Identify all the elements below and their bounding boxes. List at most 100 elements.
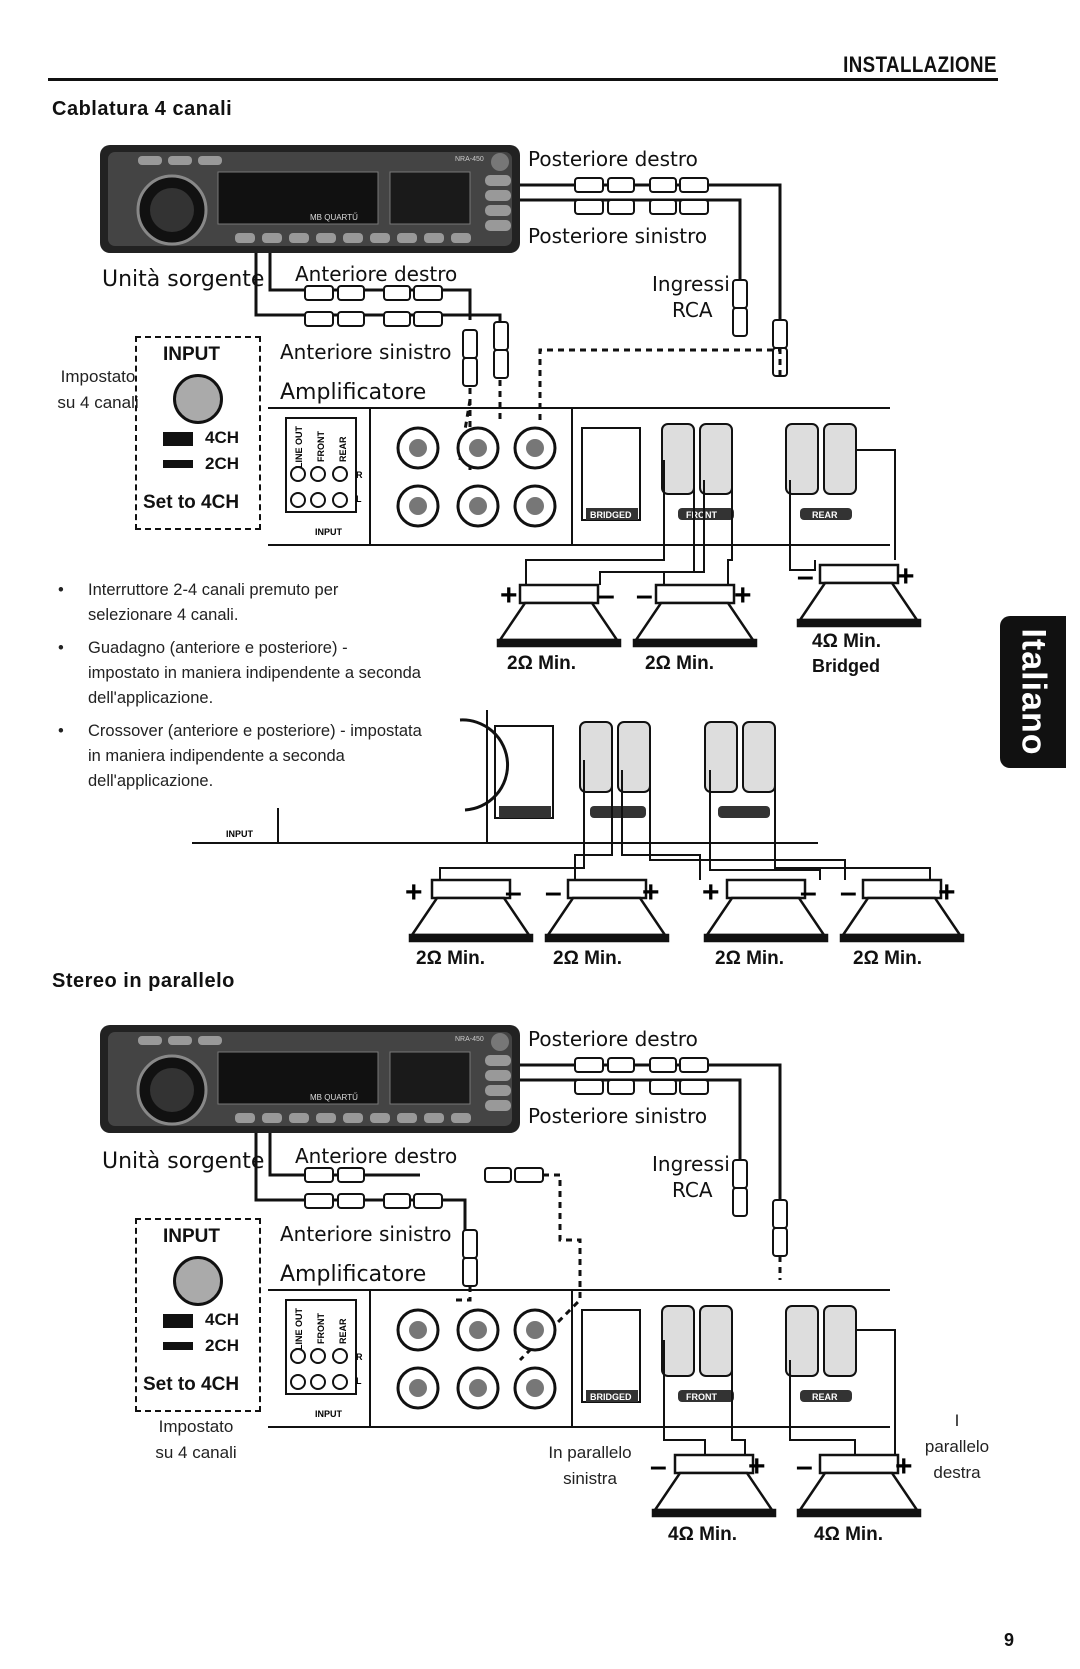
svg-text:–: – <box>598 579 615 612</box>
svg-text:–: – <box>840 876 857 909</box>
label-posteriore-destro: Posteriore destro <box>528 147 698 171</box>
label-unita-sorgente: Unità sorgente <box>102 267 265 292</box>
section-title-parallel: Stereo in parallelo <box>52 970 235 992</box>
panel-rear-tag: REAR <box>812 510 838 520</box>
label-rca-2: RCA <box>672 1178 713 1202</box>
panel-rear-tag: REAR <box>812 1392 838 1402</box>
svg-text:+: + <box>895 1450 913 1483</box>
panel-front-tag: FRONT <box>686 1392 717 1402</box>
right-line1: I <box>954 1411 960 1430</box>
label-impostato: Impostato su 4 canali <box>52 364 144 416</box>
svg-text:+: + <box>748 1450 766 1483</box>
panel-r: R <box>356 1352 363 1362</box>
switch-4ch-icon <box>163 432 193 446</box>
speakers-bottom-row <box>408 878 965 943</box>
option-2ch: 2CH <box>205 1336 240 1355</box>
label-posteriore-destro-2: Posteriore destro <box>528 1027 698 1051</box>
wiring-diagram-4-channel: NRA-450 MB QUARTŰ <box>100 145 965 943</box>
ohm-bottom-2: 2Ω Min. <box>553 948 623 969</box>
switch-2ch-icon <box>163 460 193 468</box>
section-title-4-channel: Cablatura 4 canali <box>52 98 233 120</box>
label-anteriore-sinistro: Anteriore sinistro <box>280 340 452 364</box>
ohm-parallel-right: 4Ω Min. <box>814 1524 884 1545</box>
impostato-line1: Impostato <box>60 367 136 386</box>
head-unit: NRA-450 MB QUARTŰ <box>100 1025 520 1133</box>
label-ingressi-2: Ingressi <box>652 1152 730 1176</box>
label-in-parallelo-sinistra: In parallelo sinistra <box>530 1440 650 1492</box>
set-to-4ch: Set to 4CH <box>143 1374 240 1395</box>
impostato-line2: su 4 canali <box>155 1443 237 1462</box>
input-switch-box-2: INPUT 4CH 2CH Set to 4CH <box>135 1218 261 1412</box>
switch-2ch-icon <box>163 1342 193 1350</box>
svg-text:–: – <box>505 876 522 909</box>
set-to-4ch: Set to 4CH <box>143 492 240 513</box>
panel-input: INPUT <box>315 1409 343 1419</box>
label-impostato-2: Impostato su 4 canali <box>140 1414 252 1466</box>
input-mode-button[interactable] <box>173 374 223 424</box>
panel-front: FRONT <box>316 431 326 462</box>
speakers-top-row <box>496 563 922 648</box>
input-mode-button[interactable] <box>173 1256 223 1306</box>
svg-text:+: + <box>405 876 423 909</box>
bullet-item: Interruttore 2-4 canali premuto per sele… <box>52 578 422 628</box>
svg-text:–: – <box>650 1450 667 1483</box>
ohm-bottom-3: 2Ω Min. <box>715 948 785 969</box>
speakers-parallel <box>651 1453 922 1518</box>
panel-r: R <box>356 470 363 480</box>
label-posteriore-sinistro: Posteriore sinistro <box>528 224 708 248</box>
ohm-bottom-1: 2Ω Min. <box>416 948 486 969</box>
head-unit-model: NRA-450 <box>455 156 484 163</box>
in-parallelo-line2: sinistra <box>563 1469 617 1488</box>
bullet-item: Guadagno (anteriore e posteriore) - impo… <box>52 636 422 711</box>
panel-input: INPUT <box>315 527 343 537</box>
label-posteriore-sinistro-2: Posteriore sinistro <box>528 1104 708 1128</box>
head-unit: NRA-450 MB QUARTŰ <box>100 145 520 253</box>
panel-front: FRONT <box>316 1313 326 1344</box>
label-parallelo-destra: I parallelo destra <box>912 1408 1002 1486</box>
panel-line-out: LINE OUT <box>294 1307 304 1350</box>
page-header-title: Installazione <box>843 52 997 77</box>
wiring-diagram-parallel: NRA-450 MB QUARTŰ LINE OUT FRONT REAR <box>100 1025 922 1518</box>
panel-bridged: BRIDGED <box>590 1392 632 1402</box>
bullet-item: Crossover (anteriore e posteriore) - imp… <box>52 719 422 794</box>
amplifier-panel: LINE OUT FRONT REAR R L INPUT BRIDGED FR… <box>268 407 890 546</box>
amplifier-panel-lower: INPUT <box>192 710 818 844</box>
svg-text:–: – <box>636 579 653 612</box>
input-switch-box: INPUT 4CH 2CH Set to 4CH <box>135 336 261 530</box>
svg-text:+: + <box>642 876 660 909</box>
head-unit-brand: MB QUARTŰ <box>310 1093 358 1102</box>
svg-text:–: – <box>797 560 814 593</box>
input-box-title: INPUT <box>163 344 220 365</box>
impostato-line2: su 4 canali <box>57 393 139 412</box>
ohm-parallel-left: 4Ω Min. <box>668 1524 738 1545</box>
panel-l: L <box>356 494 362 504</box>
right-line3: destra <box>933 1463 981 1482</box>
svg-text:+: + <box>897 560 915 593</box>
svg-text:+: + <box>734 579 752 612</box>
right-line2: parallelo <box>924 1437 990 1456</box>
amplifier-panel: LINE OUT FRONT REAR R L INPUT BRIDGED FR… <box>268 1289 890 1428</box>
panel-input-lower: INPUT <box>226 829 254 839</box>
impostato-line1: Impostato <box>158 1417 234 1436</box>
head-unit-model: NRA-450 <box>455 1036 484 1043</box>
label-rca: RCA <box>672 298 713 322</box>
panel-line-out: LINE OUT <box>294 425 304 468</box>
input-box-title: INPUT <box>163 1226 220 1247</box>
label-ingressi: Ingressi <box>652 272 730 296</box>
svg-text:+: + <box>500 579 518 612</box>
label-anteriore-sinistro-2: Anteriore sinistro <box>280 1222 452 1246</box>
bullet-list: Interruttore 2-4 canali premuto per sele… <box>52 578 422 802</box>
ohm-top-left: 2Ω Min. <box>507 653 577 674</box>
language-tab: Italiano <box>1000 616 1066 768</box>
label-amplificatore: Amplificatore <box>280 380 427 405</box>
panel-bridged: BRIDGED <box>590 510 632 520</box>
panel-front-tag: FRONT <box>686 510 717 520</box>
panel-rear: REAR <box>338 436 348 462</box>
label-amplificatore-2: Amplificatore <box>280 1262 427 1287</box>
head-unit-brand: MB QUARTŰ <box>310 213 358 222</box>
option-4ch: 4CH <box>205 1310 240 1329</box>
language-tab-label: Italiano <box>1014 628 1053 756</box>
ohm-top-mid: 2Ω Min. <box>645 653 715 674</box>
svg-text:+: + <box>702 876 720 909</box>
svg-text:+: + <box>938 876 956 909</box>
